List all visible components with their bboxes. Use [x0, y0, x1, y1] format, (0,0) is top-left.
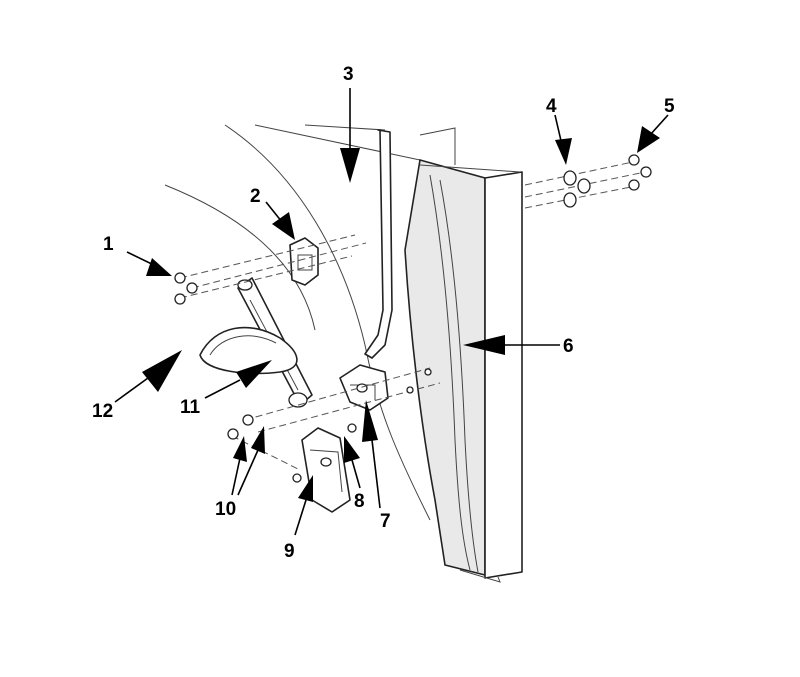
callout-11: 11: [180, 397, 201, 418]
callout-2: 2: [250, 186, 261, 207]
belt-webbing: [364, 129, 393, 359]
callout-3: 3: [343, 64, 354, 85]
lower-bracket: [339, 364, 389, 411]
callout-9: 9: [284, 541, 295, 562]
callout-1: 1: [103, 234, 114, 255]
bolts: [174, 272, 432, 483]
door-panel: [164, 124, 431, 521]
upper-anchor: [289, 237, 319, 286]
callout-6: 6: [563, 336, 574, 357]
washers-and-nuts: [563, 154, 652, 208]
callout-7: 7: [380, 511, 391, 532]
panel-cutout: [199, 326, 298, 375]
callout-labels: 1 2 3 4 5 6 7 8 9 10 11 12: [92, 64, 675, 562]
callout-12: 12: [92, 401, 113, 422]
retractor: [301, 427, 351, 513]
alignment-lines: [179, 159, 646, 471]
callout-10: 10: [215, 499, 236, 520]
callout-8: 8: [354, 491, 365, 512]
leader-arrows: [114, 88, 669, 536]
callout-5: 5: [664, 96, 675, 117]
callout-4: 4: [546, 96, 557, 117]
pillar-trim: [404, 127, 523, 583]
